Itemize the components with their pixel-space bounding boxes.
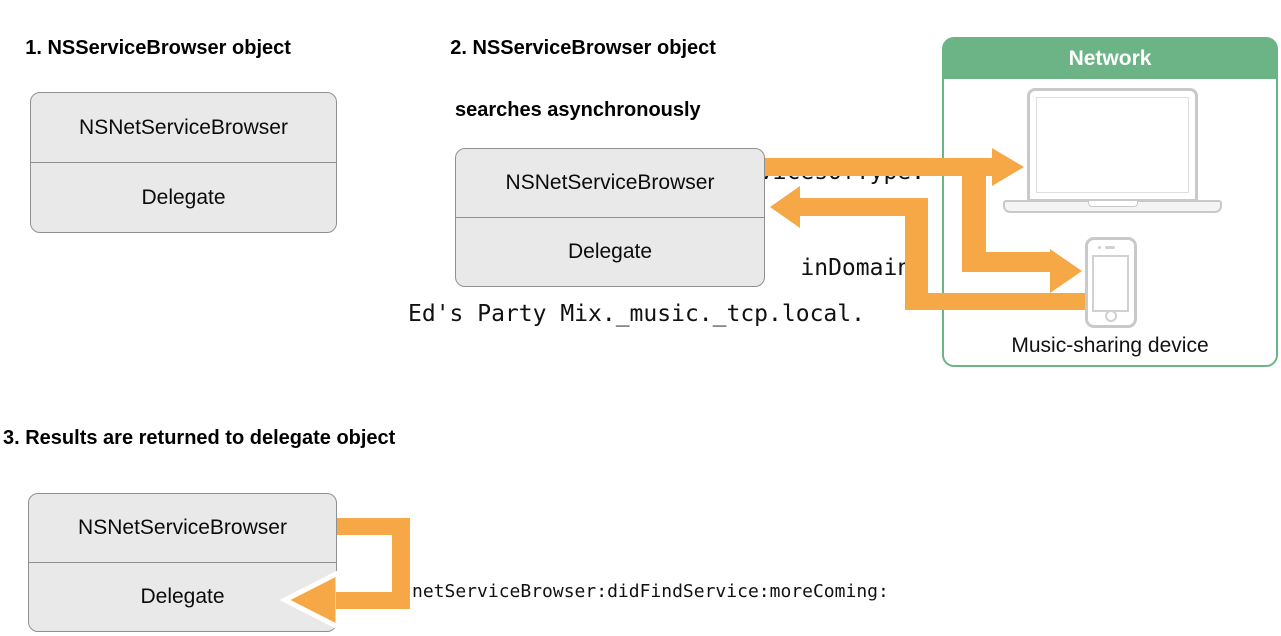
callback-arrow-vertical: [392, 518, 410, 609]
laptop-hinge-notch: [1087, 201, 1138, 207]
response-arrow-head-icon: [770, 186, 800, 228]
music-sharing-device-label: Music-sharing device: [1011, 334, 1209, 357]
laptop-icon: [1027, 88, 1198, 202]
request-arrow-head-laptop-icon: [992, 148, 1024, 186]
request-arrow-head-phone-icon: [1050, 249, 1082, 293]
step1-browser-cell: NSNetServiceBrowser: [31, 93, 336, 163]
step3-heading: 3. Results are returned to delegate obje…: [3, 427, 396, 449]
step3-browser-cell: NSNetServiceBrowser: [29, 494, 336, 563]
phone-speaker-slot: [1105, 246, 1115, 249]
response-arrow-vertical: [905, 198, 928, 310]
phone-icon: [1085, 237, 1137, 328]
step3-delegate-cell: Delegate: [140, 585, 225, 608]
step3-callbacks: netServiceBrowser:didFindService:moreCom…: [412, 504, 911, 636]
phone-camera-dot: [1098, 246, 1101, 249]
step2-heading-line1: 2. NSServiceBrowser object: [450, 37, 716, 59]
step2-heading: 2. NSServiceBrowser object searches asyn…: [428, 2, 716, 188]
step2-heading-line2: searches asynchronously: [455, 99, 701, 121]
step2-result-text: Ed's Party Mix._music._tcp.local.: [408, 301, 865, 327]
step3-object-box: NSNetServiceBrowser Delegate: [28, 493, 337, 632]
callback-line-1: netServiceBrowser:didFindService:moreCom…: [412, 581, 889, 602]
step2-browser-cell: NSNetServiceBrowser: [456, 149, 764, 218]
response-arrow-top-bar: [798, 198, 928, 216]
step2-call-line2: inDomain:: [800, 255, 925, 281]
step1-heading-line1: 1. NSServiceBrowser object: [25, 37, 291, 59]
response-arrow-bottom-bar: [905, 293, 1086, 310]
phone-home-button: [1105, 310, 1117, 322]
network-panel-header: Network: [944, 39, 1276, 79]
callback-arrow-back-bar: [336, 592, 410, 609]
step2-object-box: NSNetServiceBrowser Delegate: [455, 148, 765, 287]
laptop-base: [1003, 200, 1222, 213]
request-arrow-branch-bar: [962, 252, 1050, 272]
step1-object-box: NSNetServiceBrowser Delegate: [30, 92, 337, 233]
request-arrow-top-bar: [765, 158, 992, 176]
network-panel-title: Network: [1068, 47, 1152, 70]
phone-screen: [1092, 255, 1129, 312]
step1-delegate-cell: Delegate: [141, 185, 226, 209]
step2-delegate-cell: Delegate: [567, 240, 653, 263]
callback-arrow-out-bar: [337, 518, 410, 535]
laptop-screen-inner: [1036, 97, 1189, 193]
